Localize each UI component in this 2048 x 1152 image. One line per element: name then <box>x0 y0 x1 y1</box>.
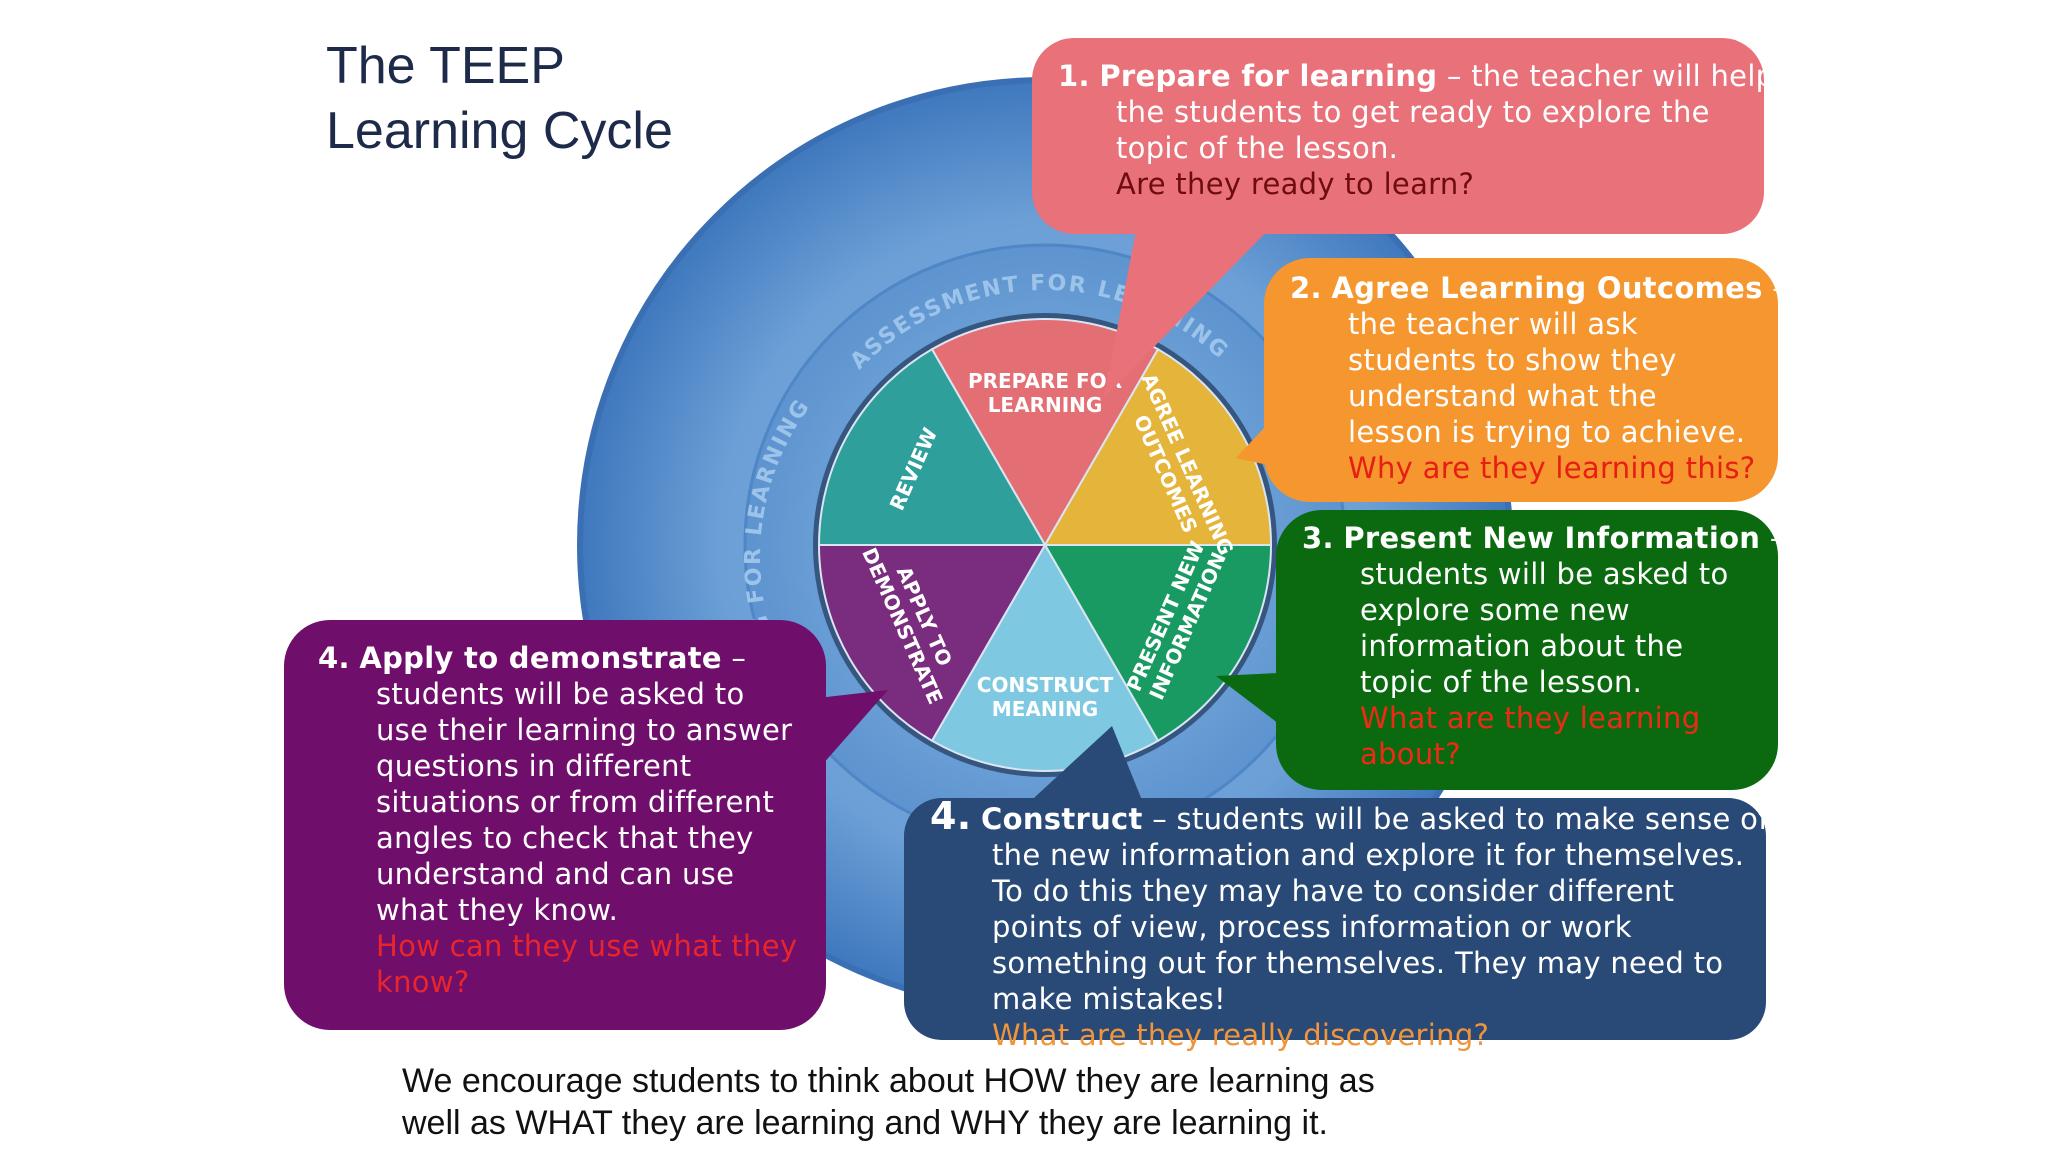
callout-heading: 3. Present New Information – <box>1302 520 1784 556</box>
callout-construct: 4. Construct – students will be asked to… <box>904 797 1769 1052</box>
callout-question: What are they learning <box>1360 701 1701 735</box>
callout-line: lesson is trying to achieve. <box>1348 415 1746 449</box>
wheel-segment-present <box>1043 544 1273 743</box>
callout-line: something out for themselves. They may n… <box>992 946 1724 980</box>
wheel-segment-agree <box>1043 347 1273 546</box>
callout-question: Why are they learning this? <box>1348 451 1756 485</box>
callout-prepare: 1. Prepare for learning – the teacher wi… <box>1032 38 1774 234</box>
footer-line: well as WHAT they are learning and WHY t… <box>402 1104 1328 1142</box>
callout-heading: 4. Apply to demonstrate – <box>318 640 826 676</box>
callout-agree: 2. Agree Learning Outcomes – the teacher… <box>1264 258 1787 502</box>
callout-line: use their learning to answer <box>376 713 793 747</box>
callout-line: To do this they may have to consider dif… <box>992 874 1675 908</box>
callout-line: points of view, process information or w… <box>992 910 1632 944</box>
page-title: The TEEP Learning Cycle <box>326 34 673 164</box>
callout-line: students will be asked to <box>1360 557 1729 591</box>
callout-line: the teacher will ask <box>1348 307 1638 341</box>
callout-line: understand and can use <box>376 857 735 891</box>
callout-line: questions in different <box>376 749 692 783</box>
callout-heading-rest: – the teacher will help <box>1437 59 1775 93</box>
callout-line: topic of the lesson. <box>1360 665 1643 699</box>
callout-line: angles to check that they <box>376 821 754 855</box>
callout-tail-construct <box>1010 726 1150 820</box>
callout-line: situations or from different <box>376 785 775 819</box>
callout-heading-rest: – <box>1760 521 1785 555</box>
callout-line: make mistakes! <box>992 982 1226 1016</box>
callout-line: the new information and explore it for t… <box>992 838 1745 872</box>
callout-question: know? <box>376 965 470 999</box>
callout-number: 1. <box>1058 59 1090 93</box>
callout-number: 3. <box>1302 521 1334 555</box>
title-line: Learning Cycle <box>326 102 673 160</box>
callout-question: Are they ready to learn? <box>1116 167 1475 201</box>
callout-line: understand what the <box>1348 379 1657 413</box>
callout-line: the students to get ready to explore the <box>1116 95 1710 129</box>
callout-number: 4. <box>930 794 972 838</box>
callout-line: information about the <box>1360 629 1684 663</box>
footer-text: We encourage students to think about HOW… <box>402 1060 1375 1144</box>
wheel-segment-review <box>817 347 1047 546</box>
wheel-segment-construct <box>930 543 1160 772</box>
title-line: The TEEP <box>326 37 565 95</box>
callout-question: What are they really discovering? <box>992 1018 1490 1052</box>
callout-title: Present New Information <box>1343 521 1761 555</box>
callout-heading-rest: – <box>1762 271 1788 305</box>
callout-heading: 2. Agree Learning Outcomes – <box>1290 270 1787 306</box>
callout-heading: 4. Construct – students will be asked to… <box>930 797 1769 837</box>
callout-line: students to show they <box>1348 343 1677 377</box>
callout-line: what they know. <box>376 893 619 927</box>
callout-line: topic of the lesson. <box>1116 131 1399 165</box>
callout-heading: 1. Prepare for learning – the teacher wi… <box>1058 58 1774 94</box>
callout-title: Prepare for learning <box>1099 59 1438 93</box>
callout-line: explore some new <box>1360 593 1630 627</box>
callout-title: Apply to demonstrate <box>359 641 722 675</box>
callout-apply: 4. Apply to demonstrate – students will … <box>284 620 826 1030</box>
callout-question: about? <box>1360 737 1461 771</box>
footer-line: We encourage students to think about HOW… <box>402 1062 1375 1100</box>
callout-number: 2. <box>1290 271 1322 305</box>
callout-heading-rest: – <box>721 641 747 675</box>
callout-tail-prepare <box>1104 220 1278 398</box>
callout-number: 4. <box>318 641 350 675</box>
callout-line: students will be asked to <box>376 677 745 711</box>
callout-title: Construct <box>981 802 1143 836</box>
callout-title: Agree Learning Outcomes <box>1331 271 1763 305</box>
callout-heading-rest: – students will be asked to make sense o… <box>1142 802 1769 836</box>
callout-question: How can they use what they <box>376 929 798 963</box>
callout-present: 3. Present New Information – students wi… <box>1276 510 1784 790</box>
